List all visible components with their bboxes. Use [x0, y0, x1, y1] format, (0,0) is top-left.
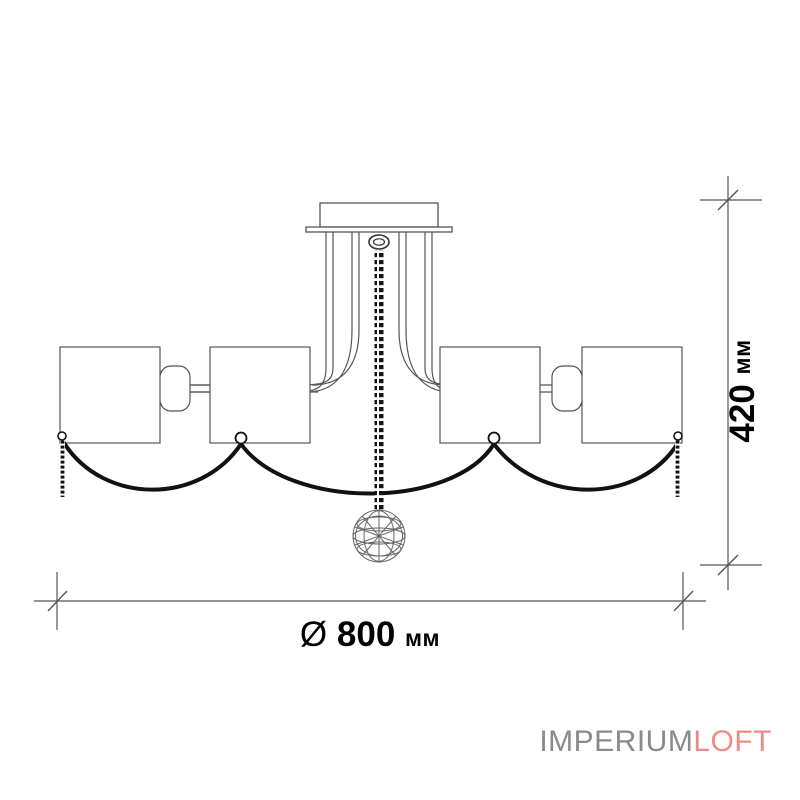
crystal-ball: [352, 509, 406, 563]
height-value: 420: [722, 384, 762, 443]
garland-ring-group: [234, 431, 501, 445]
end-chain-group: [57, 431, 683, 497]
height-tick-top: [717, 189, 739, 211]
height-dimension-label: 420 мм: [657, 339, 800, 442]
arm-outer-2: [305, 232, 353, 393]
socket-2: [551, 365, 583, 412]
socket-1: [159, 365, 191, 412]
width-unit: мм: [405, 625, 441, 651]
width-tick-right: [673, 590, 694, 612]
chain-garland-3: [492, 441, 680, 492]
garland-ring-right: [487, 431, 501, 445]
end-chain-ring-right: [673, 431, 683, 441]
center-chain-hanger-ring-inner: [372, 238, 386, 246]
diameter-symbol: Ø: [299, 615, 328, 654]
ceiling-mount: [305, 202, 453, 233]
garland-ring-left: [234, 431, 248, 445]
chain-garland-2: [239, 442, 496, 496]
width-dimension: [34, 572, 706, 630]
lamp-shade-3: [439, 346, 541, 444]
end-chain-left: [60, 437, 65, 497]
shade-group: [59, 346, 683, 444]
lamp-shade-4: [581, 346, 683, 444]
height-unit: мм: [728, 339, 755, 375]
dimension-lines: [34, 176, 762, 630]
arm-inner-2: [311, 232, 360, 386]
center-drop-assembly: [352, 234, 406, 563]
height-dimension: [700, 176, 762, 590]
lamp-shade-1: [59, 346, 161, 444]
width-dimension-label: Ø 800 мм: [0, 617, 740, 652]
height-tick-bottom: [717, 554, 739, 576]
chain-garland-1: [62, 441, 243, 492]
brand-logo: IMPERIUMLOFT: [539, 727, 772, 757]
brand-logo-primary: IMPERIUM: [539, 725, 694, 758]
center-chain: [374, 250, 384, 512]
end-chain-ring-left: [57, 431, 67, 441]
crystal-facet-line-5: [354, 526, 404, 546]
ceiling-mount-plate: [305, 226, 453, 233]
chain-garland-group: [62, 441, 680, 496]
end-chain-right: [675, 437, 680, 497]
width-value: 800: [336, 615, 396, 654]
chandelier-fixture: [57, 202, 683, 563]
ceiling-canopy-box: [319, 202, 439, 228]
width-tick-left: [47, 590, 68, 612]
brand-logo-accent: LOFT: [693, 725, 772, 758]
lamp-shade-2: [209, 346, 311, 444]
